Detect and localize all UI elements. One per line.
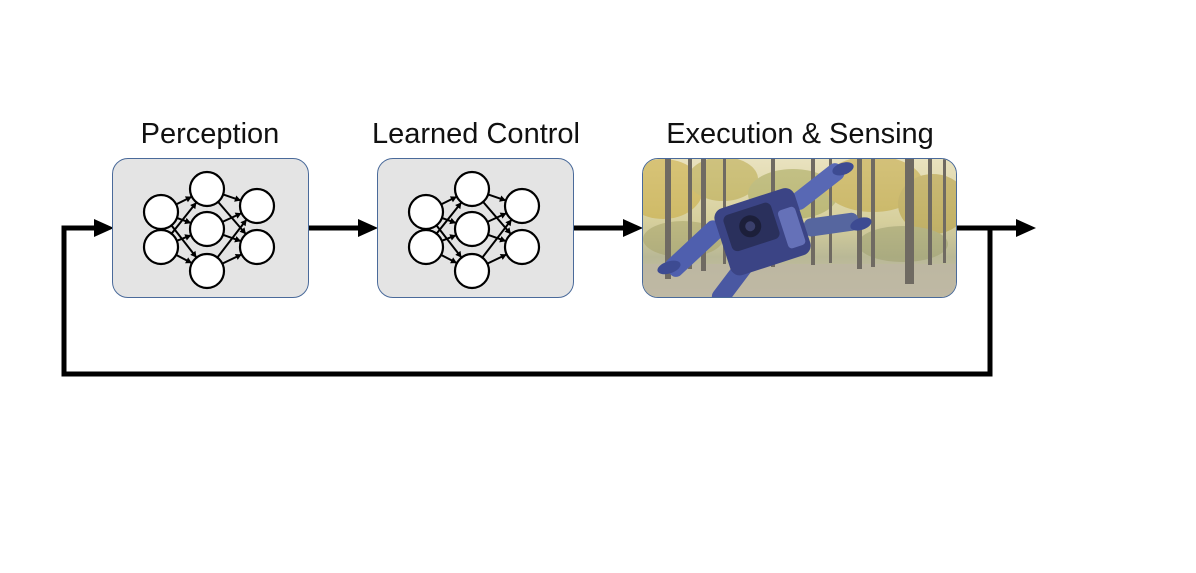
learned-control-title: Learned Control [372, 118, 580, 150]
arrow-perception-to-control [308, 219, 378, 237]
nn-edge-arrowhead [504, 227, 511, 235]
nn-edge-arrowhead [234, 253, 242, 260]
nn-node [407, 228, 445, 266]
nn-edge-arrowhead [184, 234, 192, 241]
nn-node [407, 193, 445, 231]
nn-edge [170, 201, 198, 235]
neural-network-icon [142, 170, 276, 290]
nn-node [503, 228, 541, 266]
nn-edges [435, 193, 513, 265]
nn-node [453, 210, 491, 248]
nn-node [453, 170, 491, 208]
nn-edge-arrowhead [449, 196, 457, 203]
nn-edge-arrowhead [450, 257, 457, 264]
nn-node [142, 193, 180, 231]
nn-edge-arrowhead [234, 195, 241, 202]
nn-edge-arrowhead [505, 219, 512, 227]
nn-node [453, 252, 491, 290]
feedback-loop [61, 219, 993, 377]
nn-edge [170, 224, 198, 259]
nn-node [503, 187, 541, 225]
execution-sensing-title: Execution & Sensing [666, 118, 934, 150]
nn-edge-arrowhead [234, 236, 242, 243]
forest-ground [643, 264, 956, 297]
nn-edge-arrowhead [499, 253, 507, 260]
nn-edge-arrowhead [190, 202, 197, 210]
execution-sensing-block [642, 158, 957, 298]
nn-edges [170, 193, 248, 265]
nn-edge-arrowhead [184, 196, 192, 203]
nn-edge-arrowhead [184, 217, 192, 225]
nn-edge-arrowhead [239, 227, 246, 235]
perception-block [112, 158, 309, 298]
drone-in-forest-image [643, 159, 956, 297]
nn-node [188, 170, 226, 208]
nn-edge-arrowhead [240, 219, 247, 227]
drone-icon [657, 162, 872, 297]
nn-node [238, 187, 276, 225]
nn-edge-arrowhead [185, 257, 192, 264]
nn-edge-arrowhead [499, 212, 507, 219]
nn-node [188, 210, 226, 248]
neural-network-icon [407, 170, 541, 290]
nn-edge-arrowhead [499, 236, 507, 243]
nn-edge-arrowhead [234, 212, 242, 219]
perception-title: Perception [140, 118, 280, 150]
nn-edge-arrowhead [449, 217, 457, 225]
arrow-output [956, 219, 1036, 237]
arrow-control-to-execution [573, 219, 643, 237]
nn-edge [435, 201, 463, 235]
nn-edge-arrowhead [190, 250, 197, 258]
nn-node [142, 228, 180, 266]
learned-control-block [377, 158, 574, 298]
nn-node [238, 228, 276, 266]
nn-edge-arrowhead [449, 234, 457, 241]
nn-edge [216, 218, 248, 259]
nn-edge-arrowhead [499, 195, 506, 202]
nn-edge [435, 224, 463, 259]
tree-trunks [665, 159, 946, 284]
nn-edge-arrowhead [455, 202, 462, 210]
nn-edge-arrowhead [455, 250, 462, 258]
nn-edge [481, 218, 513, 259]
nn-node [188, 252, 226, 290]
